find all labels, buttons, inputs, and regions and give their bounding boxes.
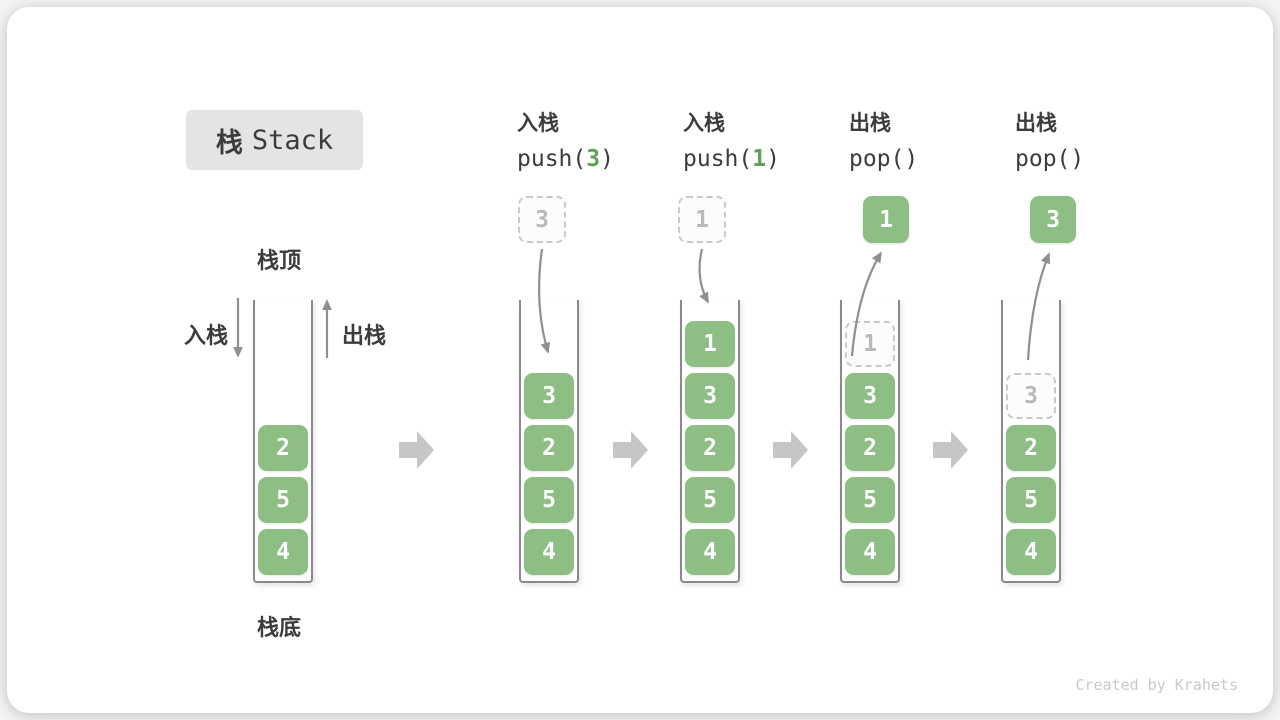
- title-badge: 栈 Stack: [186, 110, 363, 170]
- step-arrow-icon: [773, 431, 808, 469]
- step-arrow-icon: [933, 431, 968, 469]
- op-label-push-3: 入栈 push(3): [517, 107, 677, 177]
- code-pre: pop(: [849, 146, 905, 172]
- title-zh: 栈: [215, 127, 243, 158]
- stack-cell-removed: 3: [1006, 373, 1056, 419]
- stack-cell: 5: [685, 477, 735, 523]
- stack-state-initial: 2 5 4: [253, 300, 313, 583]
- credit-text: Created by Krahets: [1075, 676, 1238, 694]
- op-label-pop-first: 出栈 pop(): [849, 107, 1009, 177]
- stack-cell: 3: [524, 373, 574, 419]
- step-arrow-icon: [613, 431, 648, 469]
- stack-cell: 2: [685, 425, 735, 471]
- stack-cell: 4: [1006, 529, 1056, 575]
- step-arrow-icon: [399, 431, 434, 469]
- popped-value-box: 3: [1030, 196, 1076, 243]
- stack-cell: 4: [845, 529, 895, 575]
- op-label-push-1: 入栈 push(1): [683, 107, 843, 177]
- stack-cell: 1: [685, 321, 735, 367]
- op-code-label: pop(): [849, 141, 1009, 177]
- stack-cell: 5: [258, 477, 308, 523]
- op-zh-label: 出栈: [1015, 112, 1057, 135]
- stack-state-after-push3: 3 2 5 4: [519, 300, 579, 583]
- stack-cell: 2: [845, 425, 895, 471]
- stack-bottom-label: 栈底: [257, 615, 302, 640]
- stack-cell: 2: [524, 425, 574, 471]
- code-arg: 3: [586, 146, 601, 172]
- op-zh-label: 入栈: [517, 112, 559, 135]
- op-label-pop-second: 出栈 pop(): [1015, 107, 1175, 177]
- stack-cell: 4: [685, 529, 735, 575]
- stack-cell: 5: [524, 477, 574, 523]
- title-en: Stack: [251, 124, 334, 156]
- stack-cell: 2: [1006, 425, 1056, 471]
- push-direction-label: 入栈: [184, 323, 229, 348]
- code-arg: 1: [752, 146, 767, 172]
- stack-state-after-push1: 1 3 2 5 4: [680, 300, 740, 583]
- pop-direction-label: 出栈: [342, 323, 387, 348]
- code-pre: push(: [683, 146, 753, 172]
- stack-state-after-pop1: 1 3 2 5 4: [840, 300, 900, 583]
- stack-cell: 5: [1006, 477, 1056, 523]
- stack-top-label: 栈顶: [257, 248, 302, 273]
- stack-cell-removed: 1: [845, 321, 895, 367]
- code-post: ): [766, 146, 780, 172]
- code-post: ): [600, 146, 614, 172]
- stack-cell: 2: [258, 425, 308, 471]
- op-zh-label: 出栈: [849, 112, 891, 135]
- stack-cell: 5: [845, 477, 895, 523]
- stack-cell: 3: [845, 373, 895, 419]
- op-code-label: push(1): [683, 141, 843, 177]
- op-zh-label: 入栈: [683, 112, 725, 135]
- code-post: ): [904, 146, 919, 172]
- op-code-label: pop(): [1015, 141, 1175, 177]
- code-pre: push(: [517, 146, 587, 172]
- code-post: ): [1070, 146, 1085, 172]
- op-code-label: push(3): [517, 141, 677, 177]
- code-pre: pop(: [1015, 146, 1071, 172]
- stack-cell: 4: [258, 529, 308, 575]
- incoming-value-box: 3: [518, 196, 566, 243]
- incoming-value-box: 1: [678, 196, 726, 243]
- stack-cell: 3: [685, 373, 735, 419]
- stack-state-after-pop3: 3 2 5 4: [1001, 300, 1061, 583]
- push-1-arrow-icon: [698, 248, 709, 304]
- stack-cell: 4: [524, 529, 574, 575]
- popped-value-box: 1: [863, 196, 909, 243]
